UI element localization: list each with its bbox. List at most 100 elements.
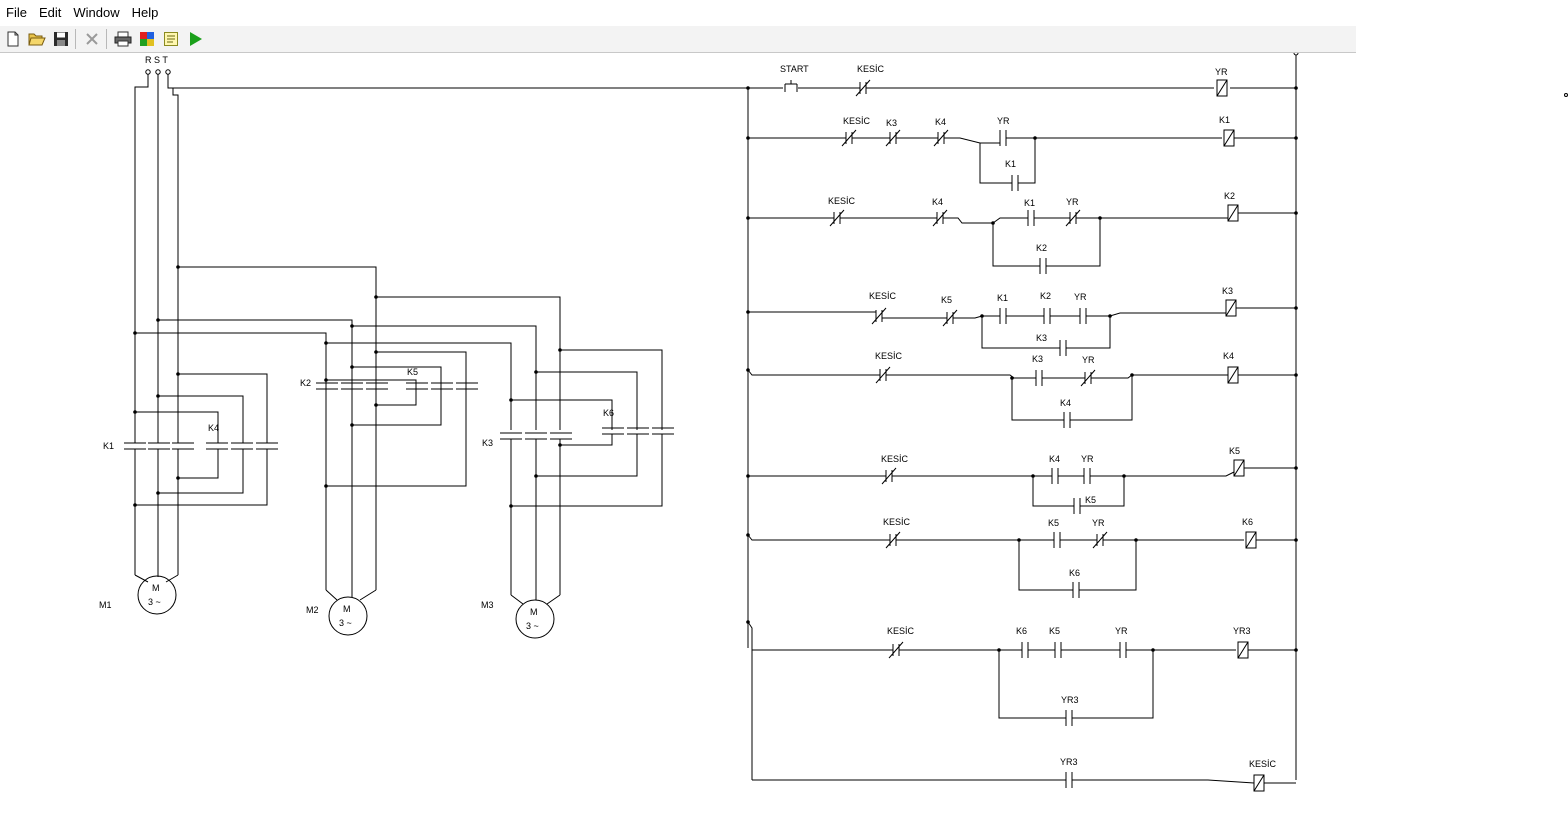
k5-nc-contact[interactable] [942,309,958,327]
print-button[interactable] [112,28,134,50]
k6-no-contact[interactable] [1021,642,1029,658]
motor-m2[interactable]: M 3 ~ [325,589,377,636]
supply-label: R S T [145,55,168,65]
yr-coil[interactable] [1216,79,1228,97]
rung-1: START KESİC YR [748,64,1296,97]
k4-nc-contact[interactable] [932,209,948,227]
k2-no-contact[interactable] [1043,308,1051,324]
k1-coil[interactable] [1223,129,1235,147]
k3-hold-contact[interactable] [1059,340,1067,356]
open-folder-icon [28,33,46,46]
k5-no-contact[interactable] [1054,642,1062,658]
kesic-nc-contact[interactable] [841,129,857,147]
svg-text:K2: K2 [1036,243,1047,253]
canvas-marker [1564,93,1568,97]
kesic-nc-contact[interactable] [871,307,887,325]
yr3-coil[interactable] [1237,641,1249,659]
open-button[interactable] [26,28,48,50]
rung-7: KESİC K5 YR K6 K6 [747,517,1296,598]
start-pushbutton[interactable] [784,80,798,92]
k4-coil[interactable] [1227,366,1239,384]
k1-no-contact[interactable] [999,308,1007,324]
yr3-hold-contact[interactable] [1065,710,1073,726]
kesic-coil[interactable] [1253,774,1265,792]
svg-text:YR: YR [1066,197,1079,207]
svg-text:KESİC: KESİC [883,517,911,527]
k6-coil[interactable] [1245,531,1257,549]
svg-text:KESİC: KESİC [869,291,897,301]
kesic-nc-contact[interactable] [881,467,897,485]
k3-nc-contact[interactable] [885,129,901,147]
kesic-nc-contact[interactable] [885,531,901,549]
k3-power-label: K3 [482,438,493,448]
print-icon [114,31,132,47]
k6-contacts[interactable] [511,427,674,507]
delete-icon [86,33,98,45]
k4-no-contact[interactable] [1051,468,1059,484]
svg-text:K4: K4 [1223,351,1234,361]
schematic-canvas[interactable]: R S T K1 K4 [0,50,1568,828]
k6-hold-contact[interactable] [1072,582,1080,598]
kesic-nc-contact[interactable] [888,641,904,659]
terminal-s[interactable] [155,69,161,75]
delete-button[interactable] [81,28,103,50]
kesic-nc-contact[interactable] [875,366,891,384]
notes-button[interactable] [160,28,182,50]
k1-no-contact[interactable] [1027,210,1035,226]
k1-hold-contact[interactable] [1011,175,1019,191]
yr-no-contact[interactable] [999,130,1007,146]
menu-window[interactable]: Window [73,5,120,20]
k3-coil[interactable] [1225,299,1237,317]
yr-nc-contact[interactable] [1065,209,1081,227]
svg-text:K5: K5 [1229,446,1240,456]
svg-text:K4: K4 [935,117,946,127]
k4-nc-contact[interactable] [933,129,949,147]
run-button[interactable] [184,28,206,50]
save-icon [54,32,68,46]
yr-nc-contact[interactable] [1092,531,1108,549]
k5-hold-contact[interactable] [1073,498,1081,514]
k2-contacts[interactable] [316,382,388,590]
svg-text:KESİC: KESİC [828,196,856,206]
menu-bar: File Edit Window Help [0,0,1356,26]
terminal-t[interactable] [165,69,171,75]
svg-text:K6: K6 [1016,626,1027,636]
yr3-no-contact[interactable] [1065,772,1073,788]
notes-icon [164,32,178,46]
kesic-nc-contact[interactable] [855,79,871,97]
motor-m3-label: M3 [481,600,494,610]
k3-no-contact[interactable] [1035,370,1043,386]
svg-text:YR: YR [1082,355,1095,365]
control-circuit: START KESİC YR KESİC K3 K4 [746,50,1568,792]
terminal-r[interactable] [145,69,151,75]
motor-m2-label: M2 [306,605,319,615]
kesic-nc-contact[interactable] [829,209,845,227]
menu-file[interactable]: File [6,5,27,20]
yr-no-contact[interactable] [1083,468,1091,484]
k6-power-label: K6 [603,408,614,418]
menu-edit[interactable]: Edit [38,5,62,20]
k2-coil[interactable] [1227,204,1239,222]
yr-no-contact[interactable] [1079,308,1087,324]
k3-contacts[interactable] [500,432,572,595]
k4-contacts[interactable] [135,430,278,506]
new-file-button[interactable] [2,28,24,50]
yr-nc-contact[interactable] [1080,369,1096,387]
k5-coil[interactable] [1233,459,1245,477]
svg-text:K2: K2 [1224,191,1235,201]
menu-help[interactable]: Help [131,5,159,20]
motor-m1[interactable]: M 3 ~ [134,574,179,615]
k1-contacts[interactable] [124,430,194,575]
svg-text:K3: K3 [1032,354,1043,364]
k5-no-contact[interactable] [1053,532,1061,548]
power-bus [135,266,663,430]
k4-hold-contact[interactable] [1063,412,1071,428]
run-icon [190,32,202,46]
k2-hold-contact[interactable] [1039,258,1047,274]
colors-button[interactable] [136,28,158,50]
k5-contacts[interactable] [326,382,478,487]
save-button[interactable] [50,28,72,50]
motor-m3[interactable]: M 3 ~ [510,594,561,639]
yr-no-contact[interactable] [1119,642,1127,658]
svg-text:K5: K5 [1049,626,1060,636]
